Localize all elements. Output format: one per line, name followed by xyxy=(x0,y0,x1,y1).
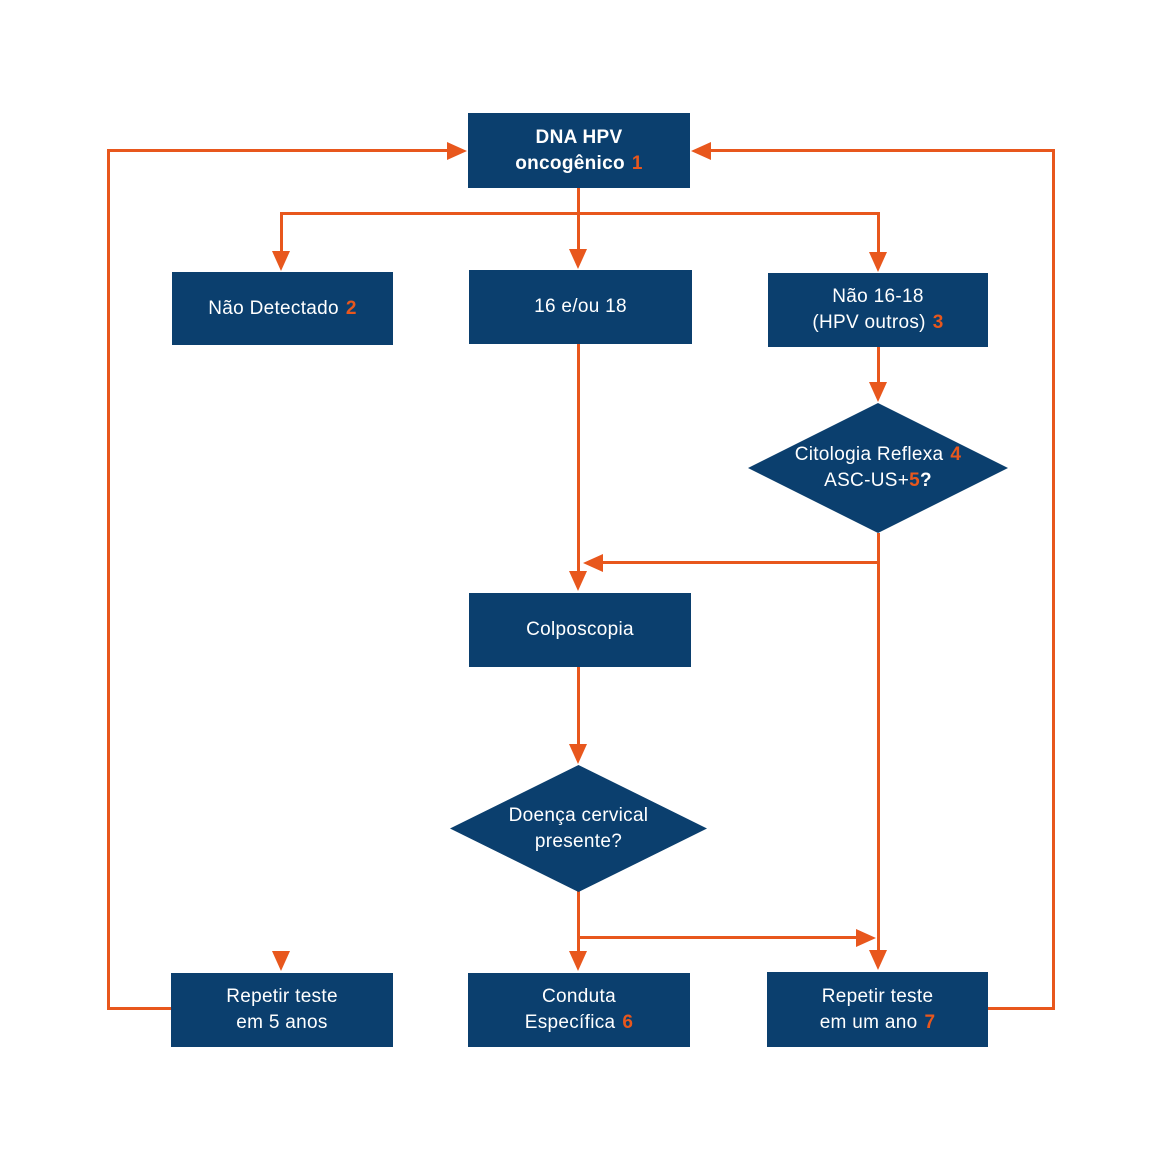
node-doenca-line1: Doença cervical xyxy=(508,804,649,826)
superscript-number: 7 xyxy=(924,1011,936,1033)
node-16-eou-18: 16 e/ou 18 xyxy=(469,270,692,344)
arrowhead-into-citologia xyxy=(869,382,887,402)
edge-citologia-to-colposcopia xyxy=(600,561,880,564)
arrowhead-into-nao-detectado xyxy=(272,251,290,271)
arrowhead-into-nao-16-18 xyxy=(869,252,887,272)
node-16-eou-18-label: 16 e/ou 18 xyxy=(534,296,627,317)
arrowhead-into-doenca xyxy=(569,744,587,764)
edge-colposcopia-to-doenca xyxy=(577,667,580,746)
arrowhead-rightloop-into-dnahpv xyxy=(691,142,711,160)
arrowhead-citologia-to-colposcopia xyxy=(583,554,603,572)
superscript-number: 5 xyxy=(909,470,920,491)
node-doenca-cervical-diamond: Doença cervical presente? xyxy=(450,765,707,892)
edge-leftloop-vertical xyxy=(107,149,110,1010)
edge-dnahpv-stem xyxy=(577,188,580,214)
superscript-number: 6 xyxy=(622,1012,634,1033)
arrowhead-into-conduta xyxy=(569,951,587,971)
edge-citologia-down xyxy=(877,533,880,952)
edge-leftloop-bottom xyxy=(107,1007,172,1010)
superscript-number: 1 xyxy=(631,152,643,174)
edge-drop-nao-detectado xyxy=(280,212,283,253)
superscript-number: 3 xyxy=(932,312,944,333)
node-dna-hpv-line1: DNA HPV xyxy=(535,126,623,148)
node-repetir5-line2: em 5 anos xyxy=(236,1012,328,1033)
node-repetir-teste-5anos: Repetir teste em 5 anos xyxy=(171,973,393,1047)
superscript-number: 2 xyxy=(345,297,357,319)
superscript-number: 4 xyxy=(950,444,962,465)
node-conduta-line1: Conduta xyxy=(542,986,616,1007)
edge-drop-nao-16-18 xyxy=(877,212,880,254)
arrowhead-into-repetir5anos xyxy=(272,951,290,971)
edge-leftloop-top xyxy=(107,149,447,152)
edge-1618-to-colposcopia xyxy=(577,344,580,574)
edge-rightloop-bottom xyxy=(988,1007,1055,1010)
arrowhead-into-repetir1ano xyxy=(869,950,887,970)
arrowhead-doenca-to-repetir1ano xyxy=(856,929,876,947)
node-nao-16-18-line1: Não 16-18 xyxy=(832,286,924,307)
node-repetir5-line1: Repetir teste xyxy=(226,986,338,1007)
question-mark: ? xyxy=(919,470,932,491)
node-nao-16-18-line2: (HPV outros)3 xyxy=(812,312,944,333)
arrowhead-into-16-18 xyxy=(569,249,587,269)
edge-drop-16-18 xyxy=(577,212,580,252)
edge-nao1618-to-citologia xyxy=(877,347,880,384)
node-colposcopia: Colposcopia xyxy=(469,593,691,667)
node-repetir1-line1: Repetir teste xyxy=(821,985,934,1007)
arrowhead-leftloop-into-dnahpv xyxy=(447,142,467,160)
edge-branch-horizontal xyxy=(280,212,880,215)
edge-doenca-to-repetir1ano xyxy=(578,936,858,939)
node-doenca-line2: presente? xyxy=(534,830,623,852)
arrowhead-into-colposcopia xyxy=(569,571,587,591)
node-colposcopia-label: Colposcopia xyxy=(526,619,634,640)
node-nao-16-18: Não 16-18 (HPV outros)3 xyxy=(768,273,988,347)
edge-rightloop-vertical xyxy=(1052,149,1055,1010)
edge-doenca-to-conduta xyxy=(577,891,580,953)
edge-rightloop-top xyxy=(711,149,1055,152)
node-citologia-line2: ASC-US+5? xyxy=(824,470,932,491)
